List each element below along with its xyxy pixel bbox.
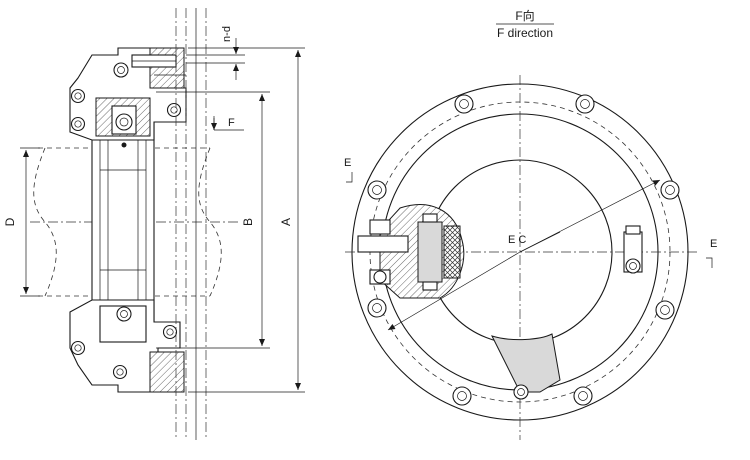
flange-bolts [367,94,680,406]
diameter-leaders [387,179,661,331]
bolt-hole [452,386,472,406]
bolt-hole [573,386,593,406]
dim-label-a: A [279,218,293,226]
dim-label-d: D [3,217,17,226]
right-clamp [623,225,643,274]
dim-label-n-d: n-d [221,26,233,42]
bottom-lug [491,333,561,400]
dim-label-b: B [241,218,255,226]
center-mark-e-c: E C [508,234,526,246]
left-clamp-section [357,204,465,299]
section-line-e [346,172,713,268]
front-view-title-cn: F向 [515,8,534,23]
section-mark-e-left: E [344,157,351,169]
front-view: F向 F direction [344,8,717,440]
bolt-hole [367,298,387,318]
side-section-view: D B A n-d F [3,8,305,440]
bolt-hole [660,180,680,200]
bolt-hole [655,300,675,320]
side-bolts [70,62,182,380]
front-view-title-en: F direction [497,26,553,40]
bolt-hole [575,94,595,114]
bolt-hole [454,94,474,114]
bolt-hole [367,180,387,200]
section-mark-e-right: E [710,238,717,250]
dimension-lines [20,38,305,393]
mounting-centerlines [154,8,207,440]
view-label-f: F [228,117,235,129]
